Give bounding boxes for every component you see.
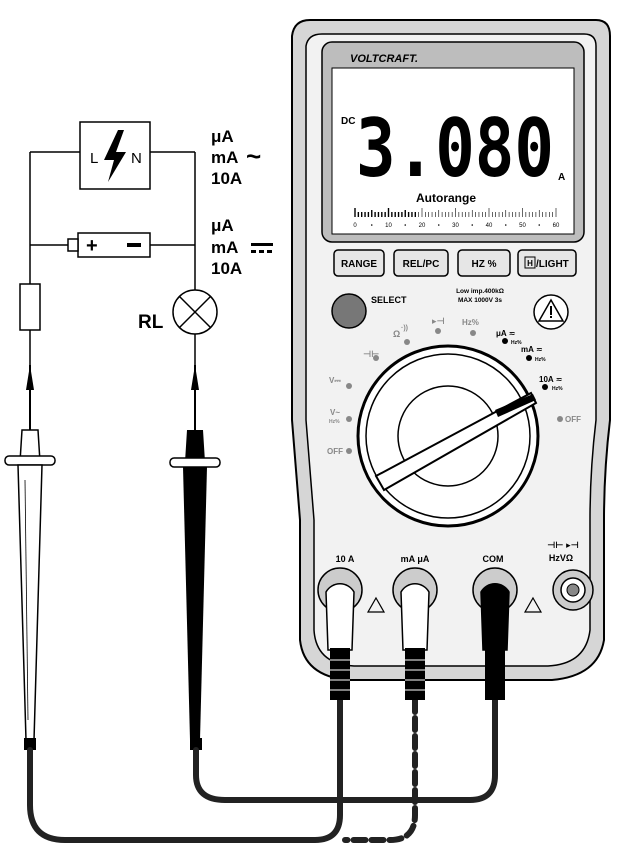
jack-label-10a: 10 A <box>336 554 355 564</box>
lcd-bargraph <box>354 208 557 217</box>
bargraph-scale-label: 50 <box>519 223 526 229</box>
warning-icon-com <box>523 596 543 613</box>
black-probe <box>169 365 221 750</box>
warning-icon-10a <box>366 596 386 613</box>
dial-off-right: OFF <box>565 415 581 424</box>
bargraph-scale-label: 0 <box>353 223 357 229</box>
jack-ma-ua[interactable] <box>392 567 438 700</box>
bargraph-scale-dot <box>437 224 440 226</box>
bargraph-scale-label: 30 <box>452 223 459 229</box>
dial-ua-sub: Hz% <box>511 340 522 346</box>
hold-icon: H <box>527 259 533 268</box>
hold-light-button[interactable]: H /LIGHT <box>517 249 577 277</box>
load-label: RL <box>138 312 164 333</box>
lightning-icon <box>104 130 126 182</box>
hz-button[interactable]: HZ % <box>457 249 511 277</box>
jack-com[interactable] <box>472 567 518 700</box>
ac-current-labels: μA mA 10A <box>211 127 242 188</box>
ac-label-ma: mA <box>211 148 238 167</box>
jack-label-ma-ua: mA μA <box>401 554 430 564</box>
dc-label-10a: 10A <box>211 259 242 278</box>
lcd-mode: DC <box>341 116 355 127</box>
dial-ma: mA ≂ <box>521 345 543 354</box>
bargraph-scale-label: 10 <box>385 223 392 229</box>
ac-symbol-icon: ~ <box>246 141 261 171</box>
bargraph-scale-dot <box>504 224 507 226</box>
dial-10a: 10A ≂ <box>539 375 562 384</box>
select-label: SELECT <box>371 295 407 305</box>
button-row: RANGE REL/PC HZ % H /LIGHT <box>333 249 577 277</box>
jack-label-hzvohm: HzVΩ <box>549 553 573 563</box>
white-probe <box>4 365 56 750</box>
dial-off-left: OFF <box>327 447 343 456</box>
test-leads <box>27 697 498 843</box>
lcd-autorange: Autorange <box>416 191 476 205</box>
dial-10a-sub: Hz% <box>552 386 563 392</box>
jack-10a[interactable] <box>317 567 363 700</box>
bargraph-scale-dot <box>538 224 541 226</box>
bargraph-scale-label: 60 <box>553 223 560 229</box>
range-button-label: RANGE <box>341 259 377 270</box>
source-left-label: L <box>90 150 98 167</box>
lcd-unit: A <box>558 172 565 183</box>
jack-label-com: COM <box>483 554 504 564</box>
fuse <box>19 283 41 331</box>
select-button[interactable] <box>331 293 367 329</box>
dc-current-labels: μA mA 10A <box>211 216 242 278</box>
jack-hzvohm[interactable] <box>552 569 594 611</box>
relpc-button[interactable]: REL/PC <box>393 249 449 277</box>
range-button[interactable]: RANGE <box>333 249 385 277</box>
jack-label-cap-diode: ⊣⊢ ▸⊣ <box>547 540 579 550</box>
hold-light-button-label: /LIGHT <box>536 259 569 270</box>
battery-minus-icon <box>127 243 141 247</box>
warning-line1: Low imp.400kΩ <box>456 288 504 295</box>
bargraph-scale-dot <box>404 224 407 226</box>
bargraph-scale-label: 40 <box>486 223 493 229</box>
dial-vdc: V⎓ <box>329 376 341 385</box>
lcd-display: DC 3.080 A Autorange 0 10 20 30 40 50 60 <box>331 67 575 235</box>
relpc-button-label: REL/PC <box>403 259 440 270</box>
dial-vac: V~ <box>330 408 340 417</box>
dial-hz: Hz% <box>462 318 479 327</box>
bargraph-scale-dot <box>471 224 474 226</box>
rotary-dial[interactable] <box>356 344 540 528</box>
lcd-bargraph-scale: 0 10 20 30 40 50 60 <box>353 223 560 229</box>
hz-button-label: HZ % <box>472 259 497 270</box>
dial-ua: μA ≂ <box>496 329 515 338</box>
dc-label-ma: mA <box>211 238 238 257</box>
brand-logo: VOLTCRAFT. <box>350 53 418 65</box>
warning-line2: MAX 1000V 3s <box>458 297 502 304</box>
dc-symbol-icon <box>251 243 273 253</box>
dial-ohm: Ω <box>393 329 400 339</box>
lcd-reading: 3.080 <box>356 102 554 195</box>
source-right-label: N <box>131 150 142 167</box>
circuit-schematic <box>19 121 218 365</box>
bargraph-scale-label: 20 <box>419 223 426 229</box>
dial-ma-sub: Hz% <box>535 357 546 363</box>
dial-capacitance-icon: ⊣⊢ <box>363 349 379 359</box>
ac-label-ua: μA <box>211 127 234 146</box>
warning-icon <box>533 294 569 330</box>
svg-text:·)): ·)) <box>401 325 408 332</box>
dial-diode-icon: ▸⊣ <box>432 316 445 326</box>
ac-label-10a: 10A <box>211 169 242 188</box>
dc-label-ua: μA <box>211 216 234 235</box>
dial-vac-sub: Hz% <box>329 419 340 425</box>
battery-plus-label: + <box>86 235 98 257</box>
dial-labels: Ω ·)) ▸⊣ Hz% μA ≂ Hz% mA ≂ Hz% 10A ≂ Hz%… <box>327 316 581 456</box>
bargraph-scale-dot <box>370 224 373 226</box>
